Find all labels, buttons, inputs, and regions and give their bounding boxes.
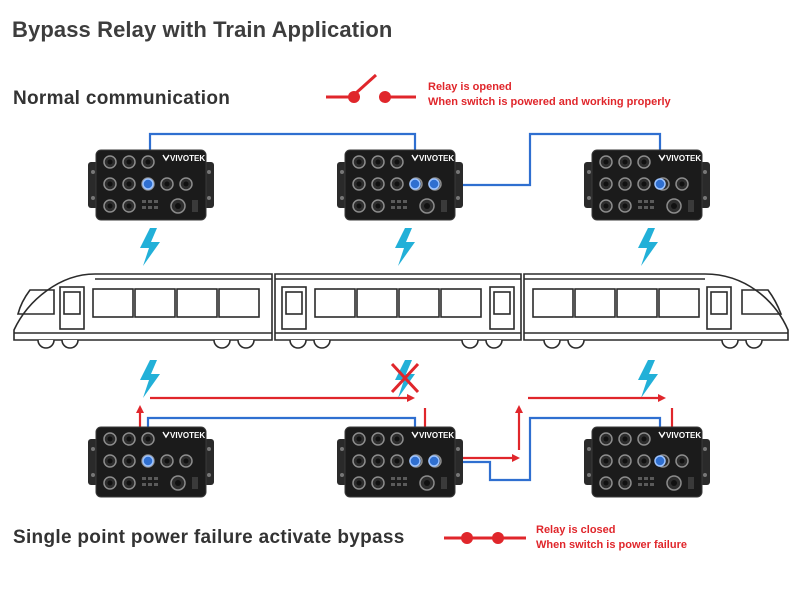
relay-opened-line2: When switch is powered and working prope… xyxy=(428,96,671,108)
switch-bottom-middle: VIVOTEK xyxy=(336,426,464,498)
lightning-bolt-icon xyxy=(638,360,658,398)
lightning-bolt-icon xyxy=(395,228,415,266)
switch-brand-label: VIVOTEK xyxy=(170,431,205,440)
relay-closed-caption: Relay is closed When switch is power fai… xyxy=(536,523,687,553)
switch-top-right: VIVOTEK xyxy=(583,149,711,221)
lightning-bolt-icon xyxy=(140,360,160,398)
switch-brand-label: VIVOTEK xyxy=(666,154,701,163)
switch-brand-label: VIVOTEK xyxy=(666,431,701,440)
relay-opened-line1: Relay is opened xyxy=(428,81,512,93)
closed-switch-icon xyxy=(444,532,526,544)
switch-top-middle: VIVOTEK xyxy=(336,149,464,221)
relay-opened-caption: Relay is opened When switch is powered a… xyxy=(428,80,671,110)
crossed-lightning-icon xyxy=(390,360,420,398)
bypass-label: Single point power failure activate bypa… xyxy=(13,527,405,548)
switch-bottom-right: VIVOTEK xyxy=(583,426,711,498)
switch-top-left: VIVOTEK xyxy=(87,149,215,221)
switch-bottom-left: VIVOTEK xyxy=(87,426,215,498)
page-title: Bypass Relay with Train Application xyxy=(12,17,393,42)
open-switch-icon xyxy=(326,73,416,103)
normal-communication-label: Normal communication xyxy=(13,88,231,109)
normal-active-ports xyxy=(142,178,666,190)
train xyxy=(13,273,789,341)
lightning-bolt-icon xyxy=(140,228,160,266)
bypass-active-ports xyxy=(142,455,666,467)
lightning-bolt-icon xyxy=(638,228,658,266)
train-wheels xyxy=(37,339,763,349)
switch-brand-label: VIVOTEK xyxy=(419,154,454,163)
switch-brand-label: VIVOTEK xyxy=(170,154,205,163)
relay-closed-line2: When switch is power failure xyxy=(536,539,687,551)
switch-brand-label: VIVOTEK xyxy=(419,431,454,440)
relay-closed-line1: Relay is closed xyxy=(536,524,616,536)
